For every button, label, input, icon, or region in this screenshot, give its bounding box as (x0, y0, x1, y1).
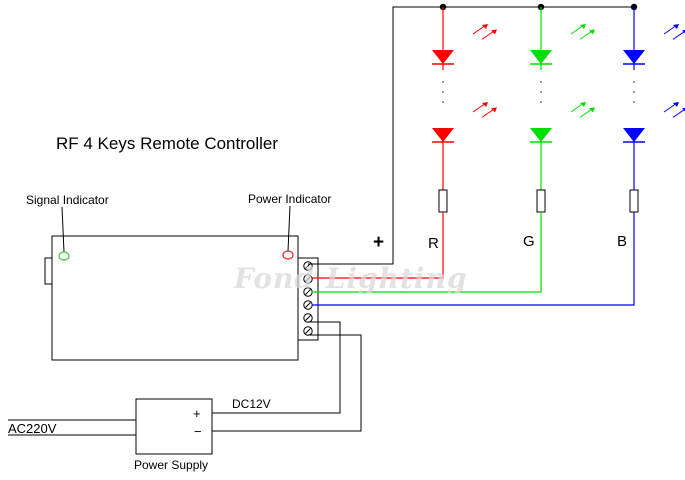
light-arrow-head (682, 29, 685, 34)
power-indicator-icon (282, 250, 294, 260)
channel-g-label: G (523, 233, 535, 250)
signal-indicator-icon (58, 251, 70, 261)
terminal-screws (303, 261, 313, 336)
controller-side-tab (44, 257, 53, 285)
ellipsis-dot (442, 101, 444, 103)
led-icon (530, 50, 552, 64)
terminal-screw-slot (305, 302, 311, 308)
light-arrow (672, 108, 685, 118)
channel-b-return-wire (312, 212, 635, 306)
light-arrow-head (589, 107, 595, 113)
power-supply-minus-label: − (194, 424, 202, 439)
led-icon (623, 128, 645, 142)
light-arrow-head (580, 24, 586, 29)
light-arrow-head (682, 107, 685, 112)
signal-indicator-pointer (61, 206, 65, 253)
ellipsis-dot (442, 91, 444, 93)
channel-b-label: B (617, 233, 628, 250)
led-icon (530, 128, 552, 142)
ellipsis-dot (540, 81, 542, 83)
channel-r-return-wire (312, 212, 444, 279)
light-arrow-head (589, 29, 595, 35)
ellipsis-dot (633, 91, 635, 93)
power-supply-plus-label: + (193, 406, 201, 421)
light-arrow-head (673, 24, 679, 29)
ellipsis-dot (540, 101, 542, 103)
dc-plus-wire (212, 321, 341, 414)
led-icon (623, 50, 645, 64)
power-indicator-pointer (287, 205, 291, 252)
light-arrow-head (580, 102, 586, 107)
led-icon (432, 50, 454, 64)
common-positive-label: + (373, 232, 385, 253)
led-channels (312, 3, 685, 306)
power-supply-box (135, 398, 213, 455)
channel-r-label: R (428, 235, 439, 252)
ellipsis-dot (442, 81, 444, 83)
terminal-screw-slot (305, 289, 311, 295)
light-arrow-head (482, 24, 488, 29)
common-positive-wire (308, 6, 634, 265)
ellipsis-dot (633, 81, 635, 83)
light-arrow-head (491, 107, 497, 113)
power-supply-label: Power Supply (134, 458, 209, 472)
dc-output-label: DC12V (232, 397, 271, 411)
dc-minus-wire (212, 334, 362, 432)
watermark: Fond Lighting (234, 262, 468, 295)
controller-box (51, 235, 299, 361)
ellipsis-dot (540, 91, 542, 93)
terminal-screw-slot (305, 315, 311, 321)
terminal-screw-slot (305, 276, 311, 282)
signal-indicator-label: Signal Indicator (26, 193, 109, 207)
light-arrow-head (673, 102, 679, 107)
resistor-icon (629, 189, 639, 213)
light-arrow-head (482, 102, 488, 107)
channel-g-return-wire (312, 212, 542, 293)
power-indicator-label: Power Indicator (248, 192, 332, 206)
resistor-icon (536, 189, 546, 213)
ellipsis-dot (633, 101, 635, 103)
ac-input-label: AC220V (8, 421, 57, 436)
light-arrow-head (491, 29, 497, 35)
light-arrow (672, 30, 685, 40)
led-icon (432, 128, 454, 142)
diagram-title: RF 4 Keys Remote Controller (56, 134, 279, 153)
terminal-screw-slot (305, 328, 311, 334)
resistor-icon (438, 189, 448, 213)
